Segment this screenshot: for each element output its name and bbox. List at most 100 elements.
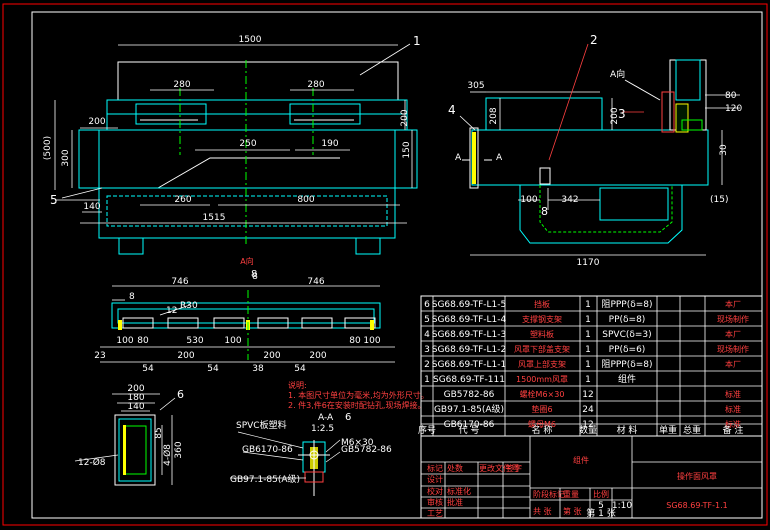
dim-side-15: (15) xyxy=(710,195,728,205)
parts-cell-name: 螺母M6 xyxy=(528,419,556,429)
parts-cell-code: SG68.69-TF-L1-3 xyxy=(432,330,507,340)
parts-cell-qty: 1 xyxy=(585,330,591,340)
dim-bottom-8-left: 8 xyxy=(129,292,135,302)
bottom-view: A向 746 746 8 8 12 R30 23 xyxy=(94,256,395,374)
drawing-title: 操作面风罩 xyxy=(677,471,717,481)
parts-cell-no: 1 xyxy=(424,375,430,385)
tb-label-standard: 标准化 xyxy=(447,486,471,496)
parts-cell-name: 螺栓M6×30 xyxy=(520,389,565,399)
tb-label-change: 更改文件号 xyxy=(479,463,519,473)
parts-cell-code: SG68.69-TF-L1-1 xyxy=(432,360,507,370)
th-total-weight: 总重 xyxy=(683,424,701,436)
drawing-number: SG68.69-TF-1.1 xyxy=(666,501,727,510)
parts-cell-no: 6 xyxy=(424,300,430,310)
dim-bottom-80b: 80 xyxy=(349,336,361,346)
tb-label-mark: 标记 xyxy=(427,463,443,473)
front-view: 1500 280 280 200 200 (500) 300 150 250 1… xyxy=(43,34,421,255)
dim-front-slot-left: 280 xyxy=(173,80,190,90)
dim-front-500: (500) xyxy=(43,136,53,160)
th-qty: 数量 xyxy=(579,424,597,436)
parts-cell-qty: 1 xyxy=(585,315,591,325)
parts-cell-material: 阻PPP(δ=8) xyxy=(601,359,652,370)
th-material: 材 料 xyxy=(617,424,638,436)
tb-label-design: 设计 xyxy=(427,474,443,484)
dim-front-300: 300 xyxy=(61,149,71,166)
dim-front-width: 1500 xyxy=(239,35,262,45)
balloon-8-bottom: 8 xyxy=(251,269,257,280)
dim-side-200: 200 xyxy=(610,107,620,124)
dim-bottom-80a: 80 xyxy=(137,336,149,346)
notes: 说明: 1. 本图尺寸单位为毫米,均为外形尺寸。 2. 件3,件6在安装时配钻孔… xyxy=(288,380,429,410)
parts-cell-no: 5 xyxy=(424,315,430,325)
parts-cell-remark: 现场制作 xyxy=(717,314,749,324)
dim-bottom-54a: 54 xyxy=(142,364,154,374)
parts-cell-code: SG68.69-TF-L1-2 xyxy=(432,345,507,355)
section-label-nut: GB6170-86 xyxy=(242,445,293,455)
parts-cell-no: 3 xyxy=(424,345,430,355)
parts-cell-code: SG68.69-TF-111 xyxy=(433,375,505,385)
dim-bottom-12: 12 xyxy=(166,306,177,316)
parts-cell-material: SPVC(δ=3) xyxy=(602,330,651,340)
parts-cell-remark: 标准 xyxy=(725,404,741,414)
section-mark-right: A xyxy=(496,153,503,163)
parts-cell-code: SG68.69-TF-L1-5 xyxy=(432,300,507,310)
dim-bottom-23: 23 xyxy=(94,351,105,361)
parts-cell-remark: 本厂 xyxy=(725,359,741,369)
dim-bottom-530: 530 xyxy=(186,336,203,346)
view-arrow-label: A向 xyxy=(610,68,625,80)
tb-count: 5 xyxy=(598,501,604,511)
parts-cell-name: 支撑钢支架 xyxy=(522,314,562,324)
dim-side-120: 120 xyxy=(725,104,742,114)
parts-cell-remark: 标准 xyxy=(725,419,741,429)
outer-frame xyxy=(2,3,768,526)
dim-front-260: 260 xyxy=(174,195,191,205)
tb-label-scale: 比例 xyxy=(593,489,609,499)
section-title: A-A xyxy=(318,413,334,423)
parts-cell-material: 组件 xyxy=(618,373,636,385)
balloon-6: 6 xyxy=(177,388,184,401)
dim-bottom-8-top: 8 xyxy=(252,272,258,282)
balloon-2: 2 xyxy=(590,33,598,47)
tb-sheet: 第 1 张 xyxy=(586,507,615,519)
parts-cell-name: 挡板 xyxy=(534,299,550,309)
balloon-1: 1 xyxy=(413,34,421,48)
dim-detail-holes: 4-Ø8 xyxy=(162,444,173,466)
dim-side-30: 30 xyxy=(719,144,729,156)
parts-cell-qty: 1 xyxy=(585,300,591,310)
dim-front-140: 140 xyxy=(83,202,100,212)
dim-front-slot-right: 280 xyxy=(307,80,324,90)
th-unit-weight: 单重 xyxy=(659,424,677,436)
dim-side-208: 208 xyxy=(489,107,499,124)
title-block: 标记 处数 更改文件号 签字 设计 校对 审核 工艺 标准化 批准 阶段标记 重… xyxy=(420,435,763,519)
tb-label-weight: 重量 xyxy=(563,489,579,499)
dim-bottom-r30: R30 xyxy=(180,301,198,311)
parts-cell-name: 1500mm风罩 xyxy=(516,375,568,384)
dim-side-80: 80 xyxy=(725,91,737,101)
dim-side-1170: 1170 xyxy=(577,258,600,268)
section-label-washer: GB97.1-85(A级) xyxy=(230,473,300,485)
dim-front-800: 800 xyxy=(297,195,314,205)
dim-detail-85: 85 xyxy=(154,427,164,438)
parts-cell-name: 风罩上部支架 xyxy=(518,359,566,369)
parts-cell-qty: 12 xyxy=(582,420,593,430)
dim-detail-360: 360 xyxy=(174,441,184,458)
section-label-bolt: GB5782-86 xyxy=(341,445,392,455)
dim-bottom-200c: 200 xyxy=(309,351,326,361)
dim-detail-200: 200 xyxy=(127,384,144,394)
parts-cell-no: 4 xyxy=(424,330,430,340)
th-no: 序号 xyxy=(418,424,436,436)
tb-label-sheet-no: 第 张 xyxy=(563,506,582,516)
section-label-spvc: SPVC板塑料 xyxy=(236,419,287,431)
section-scale: 1:2.5 xyxy=(311,424,334,434)
dim-detail-12-d8: 12-Ø8 xyxy=(78,457,106,468)
dim-front-200-left: 200 xyxy=(88,117,105,127)
parts-cell-remark: 现场制作 xyxy=(717,344,749,354)
tb-label-stage: 阶段标记 xyxy=(533,489,565,499)
dim-bottom-100c: 100 xyxy=(363,336,380,346)
parts-cell-material: PP(δ=8) xyxy=(609,315,646,325)
notes-item-2: 2. 件3,件6在安装时配钻孔,现场焊接。 xyxy=(288,400,425,410)
part-name: 组件 xyxy=(573,455,589,465)
section-view: A-A 1:2.5 SPVC板塑料 GB6170-86 GB97.1-85(A级… xyxy=(230,412,392,496)
